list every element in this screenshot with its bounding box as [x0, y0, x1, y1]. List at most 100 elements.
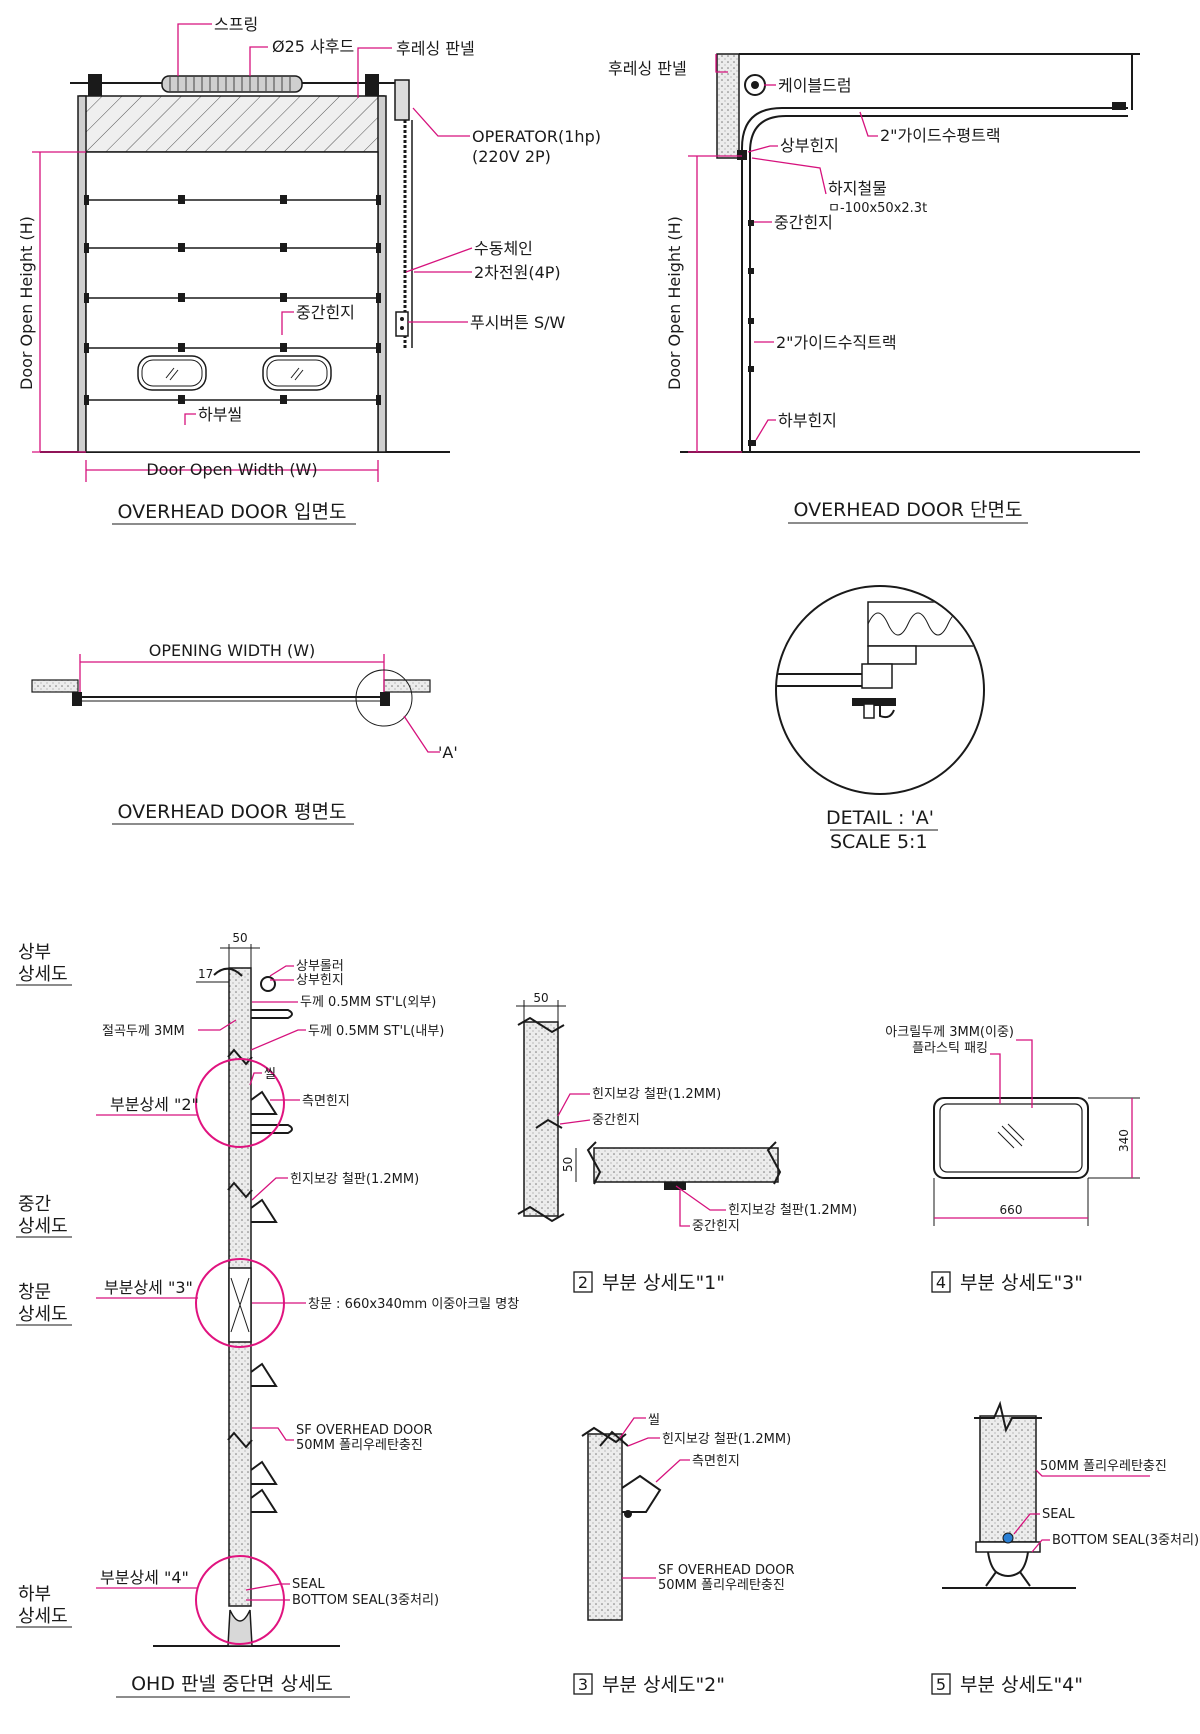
leader-seal-en — [245, 1583, 290, 1591]
d3-title: 부분 상세도"3" — [960, 1272, 1083, 1294]
s-label-h-track: 2"가이드수평트랙 — [880, 126, 1001, 145]
side-label-mid-1: 중간 — [18, 1194, 51, 1215]
label-door-open-width: Door Open Width (W) — [146, 460, 317, 479]
leader-top-roller — [269, 965, 294, 977]
d1-number: 2 — [578, 1273, 588, 1292]
panel-top-cap — [213, 967, 243, 977]
d2-number-box — [573, 1673, 593, 1695]
d4-label-seal: SEAL — [1042, 1507, 1075, 1522]
d1-label-hinge: 중간힌지 — [592, 1113, 640, 1128]
panel-section-view: 상부 상세도 중간 상세도 창문 상세도 하부 상세도 — [16, 931, 519, 1698]
d3-leader-acrylic — [1016, 1039, 1033, 1108]
side-label-mid-2: 상세도 — [18, 1216, 68, 1237]
side-label-top-1: 상부 — [18, 942, 51, 963]
leader-tophinge — [747, 145, 778, 153]
d4-leader-foam — [1035, 1469, 1150, 1477]
ps-label-top-hinge: 상부힌지 — [296, 973, 344, 988]
leader-htrack — [859, 111, 878, 137]
d1-label-plate-2: 힌지보강 철판(1.2MM) — [728, 1203, 857, 1218]
ps-label-skin-outer: 두께 0.5MM ST'L(외부) — [300, 995, 436, 1010]
d1-vertical-panel — [523, 1021, 559, 1217]
window-glare-marks — [165, 367, 304, 381]
s-label-sub-steel-spec: ㅁ-100x50x2.3t — [828, 201, 927, 216]
d2-leader-plate — [627, 1437, 660, 1447]
plan-title: OVERHEAD DOOR 평면도 — [117, 801, 346, 823]
track-inner — [749, 115, 1128, 452]
d3-label-packing: 플라스틱 패킹 — [912, 1041, 988, 1056]
panel-bottom-seal — [227, 1609, 253, 1647]
d2-side-hinge — [621, 1474, 662, 1513]
d1-leader-hinge-2 — [679, 1190, 690, 1227]
d1-dim-50-side: 50 — [561, 1157, 575, 1172]
d3-leader-packing — [990, 1053, 1001, 1104]
d2-label-seal: 씰 — [648, 1413, 660, 1428]
elevation-view: 스프링 Ø25 샤후드 후레싱 판넬 OPERATOR(1hp) (220V 2… — [17, 15, 601, 525]
d4-bottom-seal-legs — [985, 1551, 1031, 1587]
s-label-door-open-height: Door Open Height (H) — [665, 216, 684, 390]
window-right — [262, 355, 332, 391]
ps-dim-50: 50 — [232, 931, 247, 945]
label-shroud: Ø25 샤후드 — [272, 37, 354, 56]
leader-seal — [249, 1072, 262, 1086]
side-label-win-2: 상세도 — [18, 1304, 68, 1325]
leader-skin-inner — [250, 1029, 306, 1051]
spring-coil-turns — [169, 77, 291, 91]
label-flashing-panel: 후레싱 판넬 — [396, 39, 475, 58]
leader-midhinge — [281, 311, 294, 335]
d2-seal — [599, 1430, 629, 1447]
s-label-cable-drum: 케이블드럼 — [778, 76, 852, 95]
d1-hinge-lower — [664, 1182, 686, 1190]
d2-vertical-panel — [587, 1433, 623, 1621]
detail2-view: 씰 힌지보강 철판(1.2MM) 측면힌지 SF OVERHEAD DOOR 5… — [573, 1413, 795, 1696]
elevation-title: OVERHEAD DOOR 입면도 — [117, 501, 346, 523]
window-left — [137, 355, 207, 391]
ps-label-sf-1: SF OVERHEAD DOOR — [296, 1423, 433, 1438]
d1-label-plate: 힌지보강 철판(1.2MM) — [592, 1087, 721, 1102]
panel-joints — [86, 199, 378, 401]
d2-leader-seal — [619, 1417, 646, 1439]
right-drum — [365, 74, 379, 96]
label-door-open-height: Door Open Height (H) — [17, 216, 36, 390]
label-opening-width: OPENING WIDTH (W) — [149, 641, 316, 660]
spring-coil — [161, 75, 303, 93]
ps-dim-17: 17 — [198, 967, 213, 981]
panel-hinges — [250, 1009, 293, 1513]
leader-hinge-plate — [251, 1177, 288, 1201]
detail1-view: 50 50 힌지보강 철판(1.2MM) 중간힌지 힌지보강 철판(1.2MM)… — [516, 991, 857, 1294]
leader-detail-a — [403, 715, 440, 753]
s-label-flashing: 후레싱 판넬 — [608, 59, 687, 78]
window-left-inner — [141, 359, 203, 387]
d2-leader-side-hinge — [655, 1459, 690, 1483]
label-operator-2: (220V 2P) — [472, 147, 551, 166]
d1-number-box — [573, 1271, 593, 1293]
d4-label-foam: 50MM 폴리우레탄충진 — [1040, 1459, 1167, 1474]
operator-unit — [394, 79, 410, 121]
d3-window-frame — [933, 1097, 1089, 1179]
leader-bend — [198, 1019, 237, 1031]
d3-number: 4 — [936, 1273, 946, 1292]
d2-label-side-hinge: 측면힌지 — [692, 1454, 740, 1469]
d4-seal-dot — [1002, 1532, 1014, 1544]
s-label-v-track: 2"가이드수직트랙 — [776, 333, 897, 352]
label-detail-ref: 'A' — [438, 743, 458, 762]
d1-dim-50-top: 50 — [533, 991, 548, 1005]
label-bottom-seal: 하부씰 — [198, 405, 242, 424]
top-roller — [260, 976, 276, 992]
ps-label-partial-2: 부분상세 "2" — [110, 1095, 199, 1114]
d4-number: 5 — [936, 1675, 946, 1694]
d1-leader-plate — [557, 1093, 590, 1117]
d2-number: 3 — [578, 1675, 588, 1694]
ps-label-partial-3: 부분상세 "3" — [104, 1278, 193, 1297]
ps-label-side-hinge: 측면힌지 — [302, 1094, 350, 1109]
d4-leader-bottom-seal — [1031, 1539, 1050, 1553]
leader-operator — [412, 107, 470, 137]
d3-window-glass — [939, 1103, 1083, 1173]
elevation-hinges — [84, 195, 381, 405]
label-manual-chain: 수동체인 — [474, 239, 533, 258]
label-push-button: 푸시버튼 S/W — [470, 313, 566, 332]
section-hinges — [748, 220, 756, 446]
ps-label-bottom-seal: BOTTOM SEAL(3중처리) — [292, 1593, 439, 1608]
leader-substeel — [751, 157, 827, 195]
